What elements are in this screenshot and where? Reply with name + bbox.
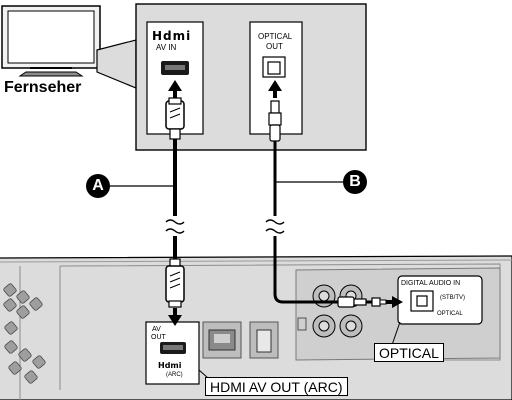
- tv-port-zoom-panel: [96, 3, 367, 151]
- optical-out-label-line1: OPTICAL: [258, 32, 293, 41]
- digital-audio-in-panel: [397, 275, 483, 325]
- receiver-unit: [0, 255, 512, 400]
- arrow-up-icon: [168, 80, 282, 98]
- av-out-hdmi-logo: Hdmi: [158, 361, 182, 370]
- tv-label: Fernseher: [4, 79, 82, 96]
- break-mark-icon: [165, 217, 285, 236]
- hdmi-cable: [165, 97, 185, 308]
- optical-out-label-line2: OUT: [266, 42, 283, 51]
- av-out-label-line1: AV: [152, 326, 161, 333]
- callout-b: B: [343, 170, 367, 194]
- digital-audio-in-optical-label: OPTICAL: [437, 311, 463, 317]
- callout-a: A: [86, 174, 110, 198]
- av-out-arc-label: (ARC): [166, 372, 183, 378]
- digital-audio-in-source-label: (STB/TV): [440, 295, 465, 301]
- hdmi-av-out-tag: HDMI AV OUT (ARC): [205, 377, 348, 396]
- optical-tag: OPTICAL: [374, 343, 444, 362]
- arrow-down-icon: [168, 308, 182, 326]
- usb-port: [249, 321, 279, 359]
- hdmi-logo: Hdmi: [152, 29, 192, 43]
- tv-icon: [1, 5, 101, 77]
- lan-port: [202, 321, 242, 359]
- digital-audio-in-label: DIGITAL AUDIO IN: [401, 280, 461, 287]
- av-out-port-panel: [145, 321, 200, 385]
- optical-cable: [268, 100, 403, 308]
- av-out-label-line2: OUT: [151, 334, 166, 341]
- vent-grille: [3, 283, 46, 384]
- av-in-label: AV IN: [156, 43, 177, 52]
